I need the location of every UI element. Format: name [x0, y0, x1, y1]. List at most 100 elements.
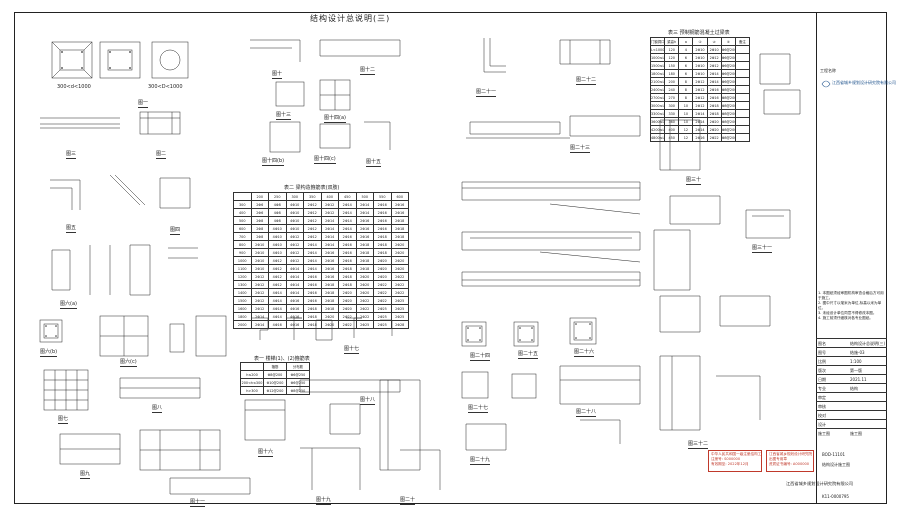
figure-label: 图六(c) — [120, 359, 137, 367]
table-cell: Φ8@250 — [286, 386, 310, 395]
title-block-row: 设计 — [816, 419, 887, 428]
figure-label: 图二十二 — [576, 77, 597, 85]
table-cell: 2Φ20 — [706, 125, 722, 134]
table-cell: 2Φ14 — [303, 264, 322, 273]
table-cell: 4Φ12 — [268, 256, 287, 265]
design-notes: 1. 本图纸须经审图机构审查合格后方可用于施工。2. 图中尺寸以毫米为单位,标高… — [818, 291, 886, 321]
table-cell: 2Φ20 — [390, 248, 409, 257]
table-cell: 2Φ12 — [692, 93, 708, 102]
lintel-table-title: 表三 预制钢筋混凝土过梁表 — [668, 30, 730, 36]
table-cell: 2Φ20 — [373, 256, 392, 265]
table-cell: Φ8@200 — [720, 93, 736, 102]
table-cell: 2Φ12 — [692, 77, 708, 86]
figure-label: 图九 — [80, 471, 91, 479]
table-header-cell: ③ — [720, 37, 736, 46]
figure-label: 图六(a) — [60, 301, 77, 309]
figure-label: 图十八 — [360, 397, 376, 405]
table-cell — [734, 69, 751, 78]
table-cell: 2Φ8 — [250, 224, 269, 233]
table-cell: 2Φ14 — [320, 224, 339, 233]
title-block-row: 校对 — [816, 410, 887, 419]
table-cell: 2Φ16 — [320, 272, 339, 281]
figure-label: 图一 — [138, 100, 149, 108]
table-cell: 2Φ16 — [355, 224, 374, 233]
table-cell: 1600 — [233, 304, 252, 313]
table-cell: 500 — [233, 216, 252, 225]
table-cell: 4 — [678, 45, 694, 54]
table-cell: 2Φ10 — [250, 256, 269, 265]
circular-opening-detail — [159, 49, 181, 71]
table-cell: L<1000 — [649, 45, 666, 54]
figure-label: 图五 — [66, 225, 77, 233]
table-header-cell: 门窗洞口宽度 — [649, 37, 666, 46]
figure-label: 图十五 — [366, 159, 382, 167]
table-cell: 2Φ14 — [320, 216, 339, 225]
table-cell: Φ8@200 — [720, 133, 736, 142]
table-header-cell: 350 — [303, 192, 322, 201]
note-line: 3. 未经设计单位同意不得修改本图。 — [818, 311, 877, 315]
bottom-company-name: 江西省城乡规划设计研究院有限公司 — [786, 481, 854, 486]
table-header-cell: ② — [706, 37, 722, 46]
table-cell: 4Φ8 — [268, 200, 287, 209]
table-cell: 2Φ25 — [355, 320, 374, 329]
table-cell: 2Φ20 — [390, 264, 409, 273]
table-cell: 2Φ8 — [250, 232, 269, 241]
figure-label: 图二十 — [400, 497, 416, 505]
table-cell: 180 — [664, 69, 680, 78]
table-cell: 360 — [664, 117, 680, 126]
table-cell: 4Φ14 — [268, 304, 287, 313]
table-cell: 2Φ25 — [390, 312, 409, 321]
table-cell: 2Φ14 — [355, 208, 374, 217]
figure-label: 图十 — [272, 71, 283, 79]
table-cell: 2Φ22 — [373, 280, 392, 289]
table-cell: Φ8@200 — [720, 125, 736, 134]
table-cell: 2Φ20 — [355, 288, 374, 297]
table-cell: 2Φ16 — [390, 200, 409, 209]
table-cell: 2Φ14 — [250, 320, 269, 329]
title-block-key: 专业 — [818, 386, 826, 391]
table-cell: Φ8@200 — [263, 370, 287, 379]
figure-label: 图四 — [170, 227, 181, 235]
table-cell: 2Φ14 — [320, 240, 339, 249]
table-cell: 2Φ16 — [303, 296, 322, 305]
title-block-key: 校对 — [818, 413, 826, 418]
table-cell: 300 — [233, 200, 252, 209]
note-line: 1. 本图纸须经审图机构审查合格后方可用于施工。 — [818, 291, 884, 300]
table-cell: 2Φ18 — [338, 272, 357, 281]
figure-label: 图三十 — [686, 177, 702, 185]
table-cell: 2400≤L<2700 — [649, 85, 666, 94]
title-block-key: 版次 — [818, 368, 826, 373]
figure-label: 图十四(c) — [314, 156, 336, 164]
table-cell: Φ6@250 — [286, 370, 310, 379]
table-cell: 2Φ16 — [303, 272, 322, 281]
company-name: 江西省城乡规划设计研究院有限公司 — [832, 80, 896, 85]
project-label: 工程名称 — [820, 68, 836, 73]
table-cell: 2Φ18 — [320, 288, 339, 297]
table-cell: 2Φ18 — [373, 232, 392, 241]
table-cell: 2Φ14 — [706, 69, 722, 78]
table-cell: 2000 — [233, 320, 252, 329]
title-block-row: 版次第一版 — [816, 365, 887, 374]
table-cell: 2Φ16 — [338, 248, 357, 257]
table-cell: 10 — [678, 109, 694, 118]
title-block-value: 结构设计总说明(三) — [850, 341, 886, 346]
table-cell: 2Φ14 — [355, 200, 374, 209]
table-cell: 6 — [678, 69, 694, 78]
table-cell: 4200≤L<4800 — [649, 125, 666, 134]
table-cell — [734, 109, 751, 118]
table-cell: 2Φ16 — [373, 216, 392, 225]
table-cell: 2Φ18 — [706, 101, 722, 110]
table-cell: 2Φ16 — [338, 240, 357, 249]
figure-label: 图三十二 — [688, 441, 709, 449]
table-cell: 2Φ14 — [338, 200, 357, 209]
table-cell: Φ6@250 — [286, 378, 310, 387]
table-cell: 4Φ14 — [268, 312, 287, 321]
